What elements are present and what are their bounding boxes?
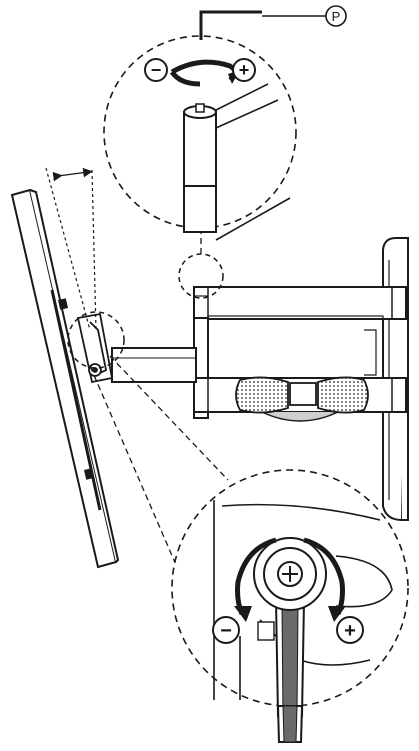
tilt-lever-stem xyxy=(276,705,304,743)
tv-bracket xyxy=(76,312,114,384)
tv-panel xyxy=(10,188,120,569)
plus-symbol-top: + xyxy=(239,60,250,80)
tilt-angle-indicator xyxy=(45,167,97,331)
part-label: P xyxy=(332,9,341,24)
top-detail-callout: P − + xyxy=(103,5,347,241)
minus-symbol-top: − xyxy=(151,60,162,80)
fore-arm xyxy=(111,347,197,383)
minus-symbol-bottom: − xyxy=(220,620,232,642)
part-label-circle xyxy=(325,5,347,27)
plus-symbol-bottom: + xyxy=(344,620,356,642)
plus-circle-icon-bottom xyxy=(336,616,364,644)
plus-circle-icon xyxy=(232,58,256,82)
rotate-right-arrow-icon xyxy=(303,537,345,615)
minus-circle-icon-bottom xyxy=(212,616,240,644)
detail-marker-bottom xyxy=(67,311,125,369)
bottom-detail-callout: − + xyxy=(171,469,409,717)
arm-grip xyxy=(235,376,369,414)
bolt-head-icon xyxy=(253,537,327,611)
pivot-pin xyxy=(183,103,217,233)
minus-circle-icon xyxy=(144,58,168,82)
upper-arm xyxy=(193,286,407,320)
rotate-left-arrow-icon xyxy=(235,537,277,615)
tilt-lever xyxy=(274,599,306,717)
hex-key-icon xyxy=(199,10,262,40)
